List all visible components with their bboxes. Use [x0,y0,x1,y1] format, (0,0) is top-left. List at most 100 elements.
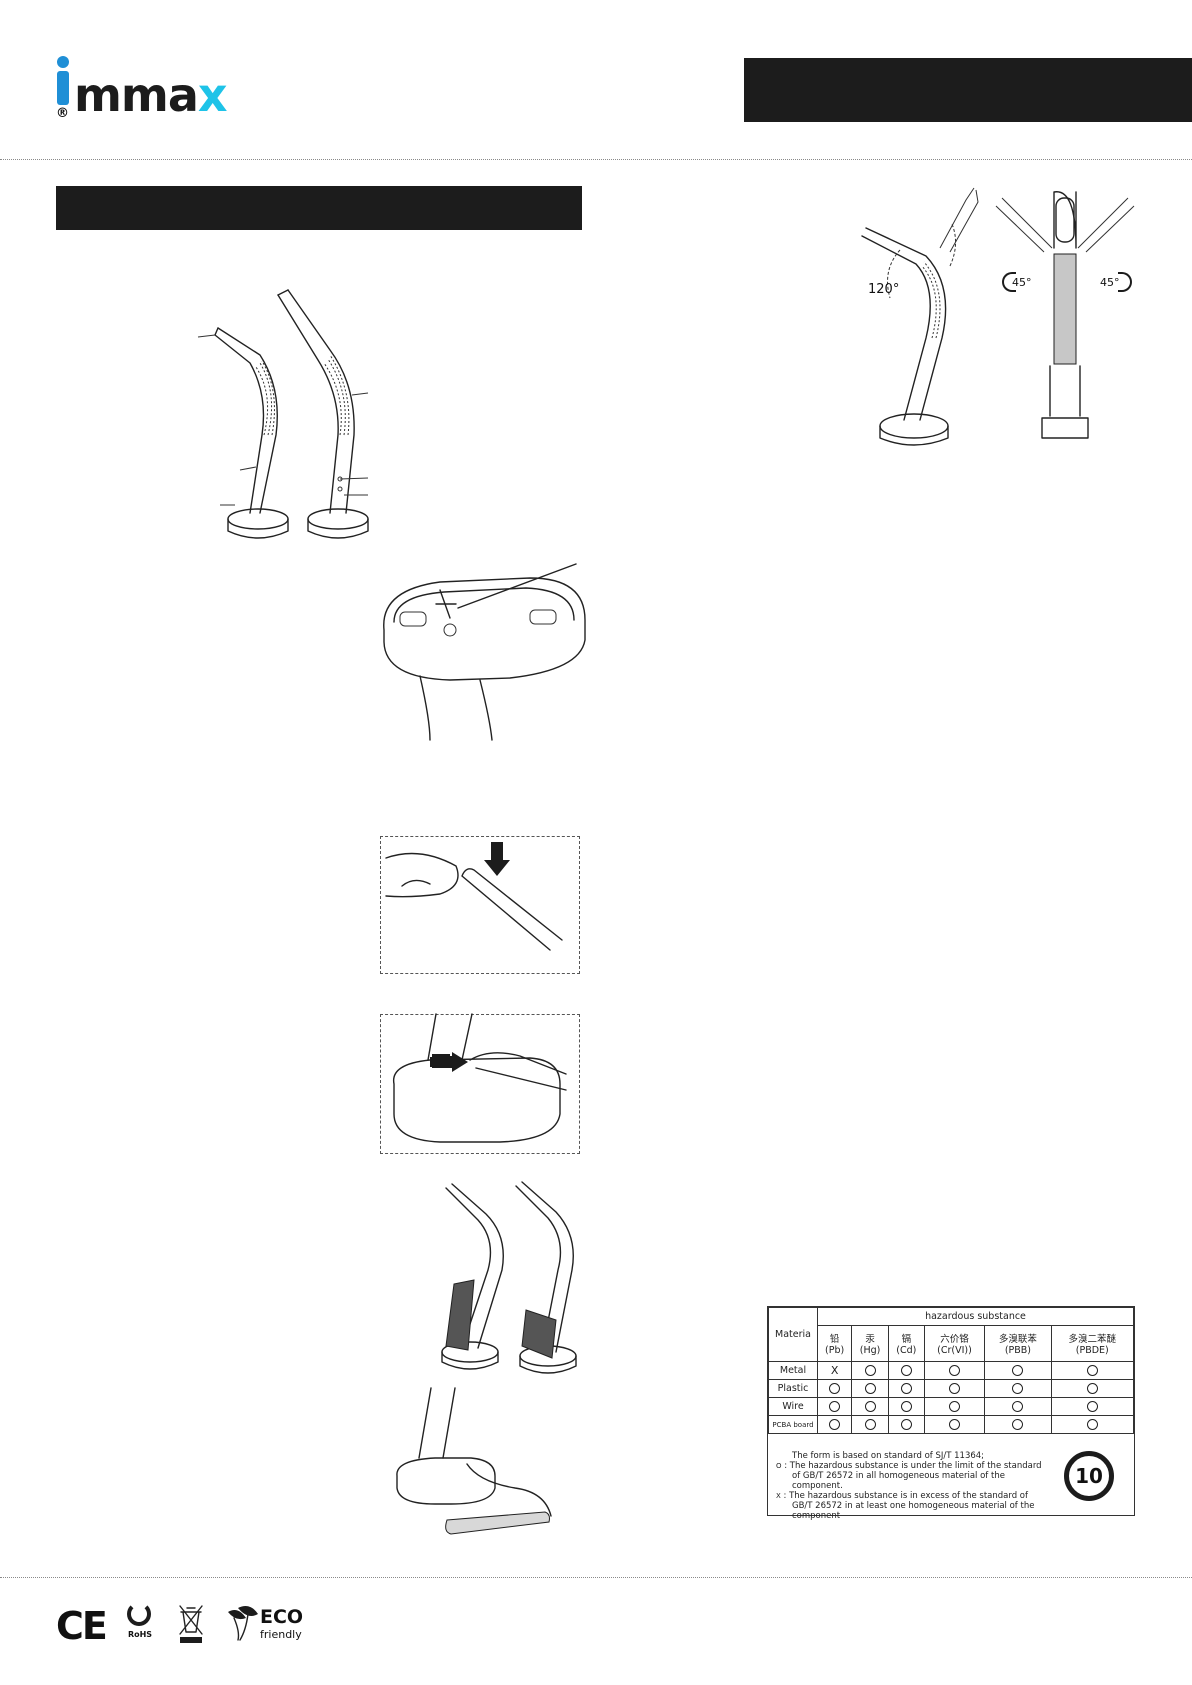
hazard-cell [1050,1415,1135,1434]
footer-divider [0,1577,1192,1578]
hazard-cell [923,1397,986,1416]
usb-charging-illustration [396,1387,552,1535]
hazard-table: Materia hazardous substance 铅(Pb)汞(Hg)镉(… [768,1307,1135,1434]
hazard-row-label: PCBA board [768,1415,818,1434]
hazard-column-cn: 汞 [865,1334,875,1345]
hazard-cell [887,1397,925,1416]
hazard-column-header: 多溴二苯醚(PBDE) [1050,1325,1135,1362]
logo-wordmark: mmax [74,68,228,122]
hazard-column-code: (Hg) [859,1345,881,1356]
base-button-illustration-box [380,1014,580,1154]
compliant-circle-icon [949,1401,960,1412]
compliant-circle-icon [864,1365,876,1376]
compliant-circle-icon [829,1383,841,1394]
hazard-cell [1050,1361,1135,1380]
swivel-left-label: 45° [1012,276,1032,289]
rohs-icon: RoHS [124,1602,156,1648]
hazard-cell [984,1397,1052,1416]
hazard-note-x-text: : The hazardous substance is in excess o… [783,1491,1028,1501]
rohs-recycle-symbol [127,1602,151,1626]
hazard-cell [1050,1397,1135,1416]
tilt-angle-label: 120° [868,282,900,297]
eco-title: ECO [260,1606,304,1628]
hazard-cell [887,1361,925,1380]
hazard-row-label: Plastic [768,1379,818,1398]
hazard-column-code: (PBDE) [1075,1345,1109,1356]
weee-bin-icon [179,1605,203,1643]
compliant-circle-icon [1012,1419,1024,1430]
eco-leaf-icon [228,1606,258,1641]
lamp-upright-illustration [277,289,369,539]
hazard-row-label: Wire [768,1397,818,1416]
compliant-circle-icon [864,1401,876,1412]
logo-trademark: ® [56,106,69,121]
rotation-swivel-illustration [995,191,1135,439]
hazard-header-material: Materia [768,1307,818,1362]
hazard-cell: X [816,1361,853,1380]
epup-badge-number: 10 [1075,1464,1103,1488]
compliant-circle-icon [864,1383,876,1394]
compliant-circle-icon [864,1419,876,1430]
hazard-table-row: Plastic [768,1379,1135,1398]
phone-stand-illustration [441,1181,577,1374]
hazard-column-header-row: 铅(Pb)汞(Hg)镉(Cd)六价铬(Cr(VI))多溴联苯(PBB)多溴二苯醚… [769,1325,1135,1362]
eco-subtitle: friendly [260,1628,302,1641]
hazard-column-header: 镉(Cd) [887,1325,925,1362]
compliant-circle-icon [1012,1401,1024,1412]
hazard-column-cn: 多溴联苯 [998,1334,1037,1345]
hazard-row-label: Metal [768,1361,818,1380]
base-button-illustration [392,1013,567,1143]
swivel-right-label: 45° [1100,276,1120,289]
hazard-note-x-mark: X [776,1492,781,1500]
hazard-cell [984,1379,1052,1398]
compliant-circle-icon [1086,1419,1098,1430]
compliant-circle-icon [1012,1365,1024,1376]
hazard-cell [923,1415,986,1434]
hazard-note-o-text-cont: of GB/T 26572 in all homogeneous materia… [792,1471,1005,1491]
hazard-cell [816,1397,853,1416]
lamp-parts-diagram [197,289,369,539]
epup-10-badge-icon: 10 [1064,1451,1114,1501]
hazard-cell [923,1379,986,1398]
compliant-circle-icon [949,1419,960,1430]
touch-head-illustration-box [380,836,580,974]
section-title-bar [56,186,582,230]
touch-head-illustration [385,842,563,951]
logo-i-mark [57,56,69,105]
eco-friendly-icon: ECO friendly [224,1602,304,1646]
rotation-tilt-illustration [861,187,979,446]
hazard-cell [851,1379,889,1398]
hazard-column-cn: 六价铬 [940,1334,969,1345]
hazard-cell [851,1397,889,1416]
ce-mark-icon: CE [56,1604,108,1648]
hazard-note-x-legend: X : The hazardous substance is in excess… [776,1491,1056,1501]
rotate-right-icon [1118,272,1132,292]
hazard-header-group: hazardous substance [817,1307,1134,1326]
hazard-column-code: (Pb) [825,1345,845,1356]
compliant-circle-icon [829,1401,841,1412]
hazard-table-container: Materia hazardous substance 铅(Pb)汞(Hg)镉(… [767,1306,1135,1521]
hazard-note-o-mark: O [776,1462,782,1470]
rohs-label: RoHS [127,1630,153,1639]
hazard-cell [887,1415,925,1434]
hazard-note-standard: The form is based on standard of SJ/T 11… [792,1451,985,1461]
hazard-note-o-text: : The hazardous substance is under the l… [784,1461,1042,1471]
hazard-table-row: PCBA board [768,1415,1135,1434]
hazard-cell [851,1361,889,1380]
hazard-column-code: (PBB) [1004,1345,1032,1356]
hazard-column-header: 汞(Hg) [851,1325,889,1362]
hazard-cell [816,1379,853,1398]
compliant-circle-icon [1012,1383,1024,1394]
hazard-note-o-legend: O : The hazardous substance is under the… [776,1461,1056,1471]
hazard-column-code: (Cr(VI)) [937,1345,972,1356]
compliant-circle-icon [900,1365,912,1376]
compliant-circle-icon [1086,1383,1098,1394]
hazard-column-cn: 多溴二苯醚 [1068,1334,1117,1345]
compliant-circle-icon [900,1401,912,1412]
hazard-cell [1050,1379,1135,1398]
hazard-column-header: 六价铬(Cr(VI)) [923,1325,986,1362]
lamp-folded-illustration [214,327,289,539]
hazard-table-row: Wire [768,1397,1135,1416]
hazard-cell [984,1415,1052,1434]
compliant-circle-icon [900,1383,912,1394]
